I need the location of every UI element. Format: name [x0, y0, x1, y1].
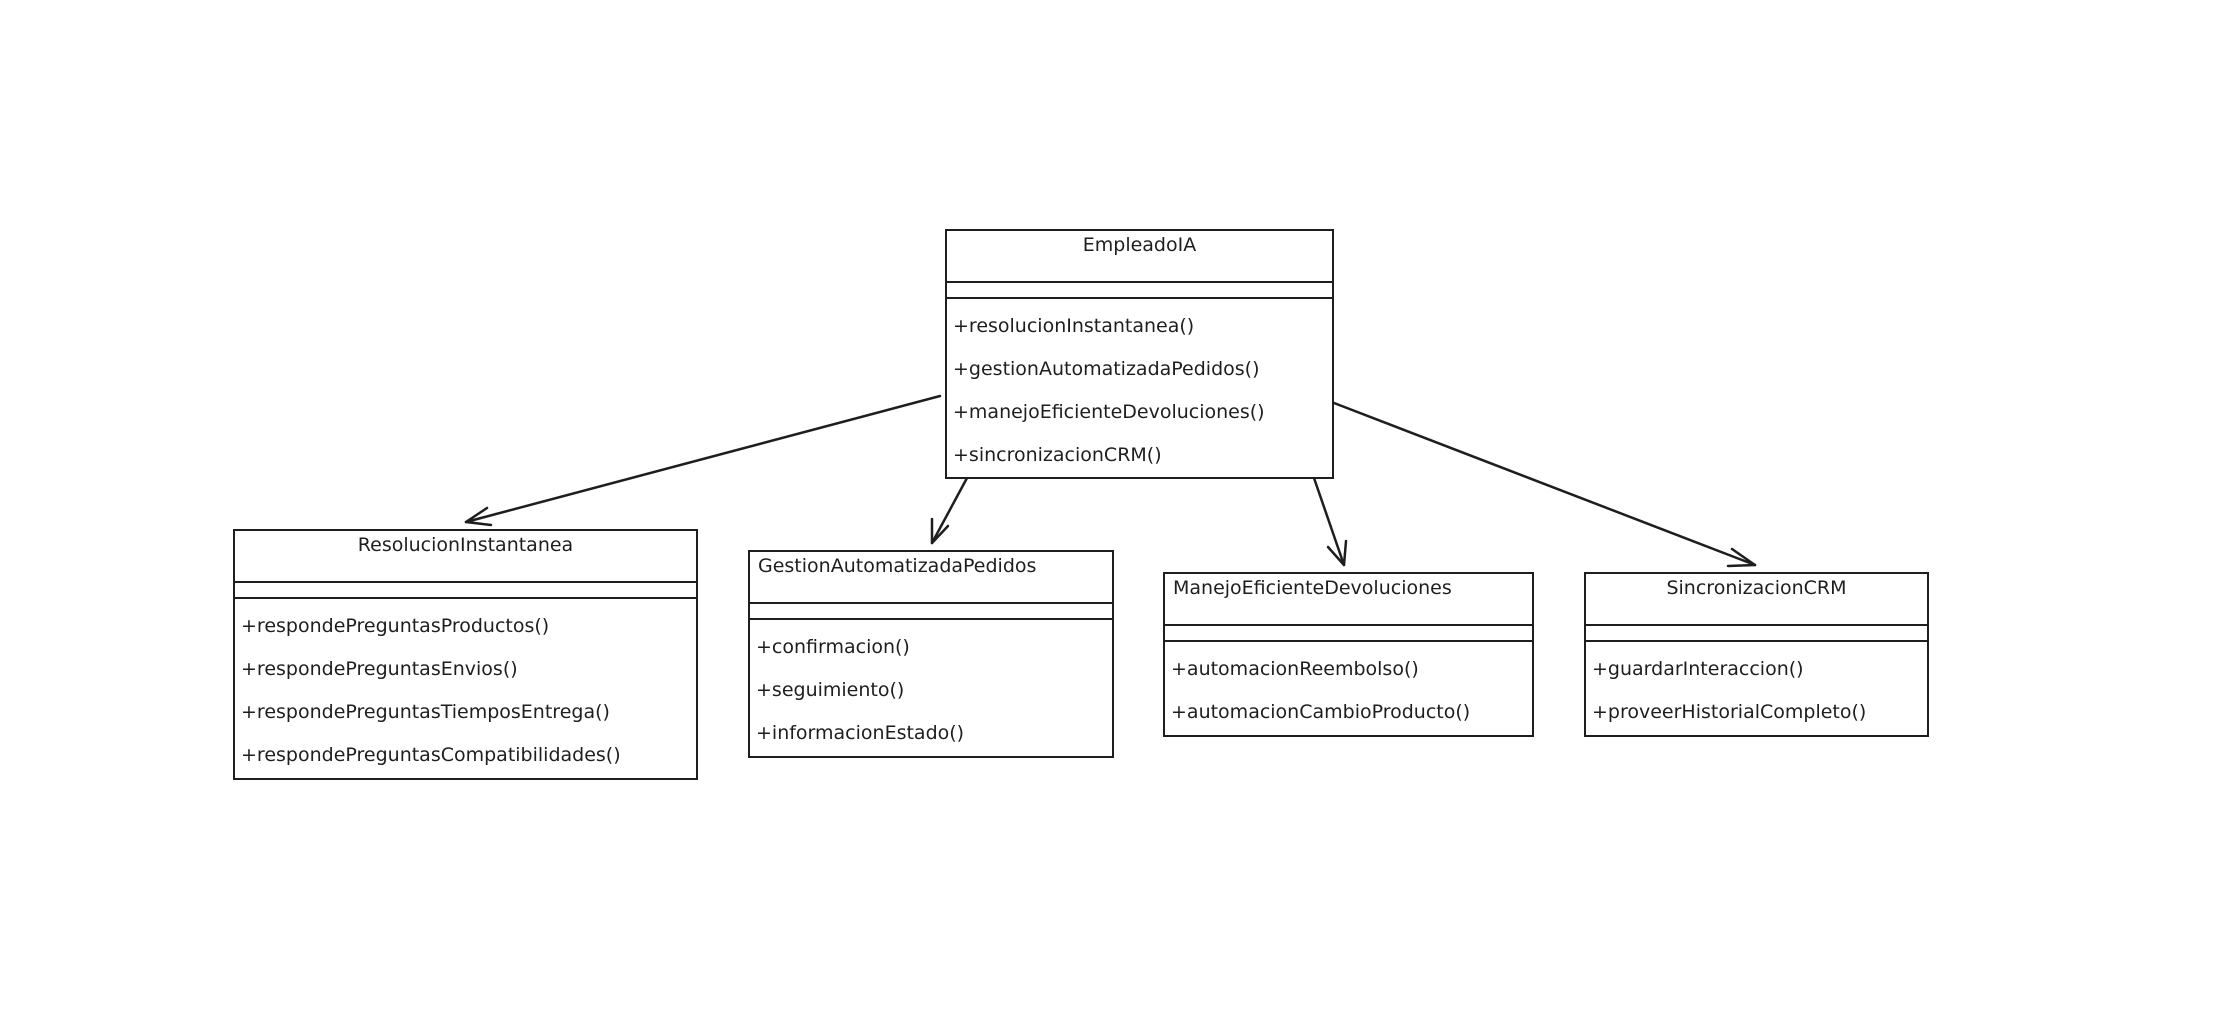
method-list: +confirmacion() +seguimiento() +informac… [750, 626, 1112, 755]
arrow-to-resolucion-instantanea [464, 394, 942, 527]
method: +automacionReembolso() [1171, 658, 1419, 680]
attributes-divider [750, 602, 1112, 604]
class-gestion-automatizada-pedidos: GestionAutomatizadaPedidos +confirmacion… [748, 550, 1114, 758]
method: +automacionCambioProducto() [1171, 701, 1471, 723]
method: +confirmacion() [756, 636, 910, 658]
attributes-divider [1165, 624, 1532, 626]
arrow-to-gestion-automatizada-pedidos [930, 476, 969, 545]
method: +informacionEstado() [756, 722, 965, 744]
class-name: EmpleadoIA [1082, 234, 1197, 256]
arrow-to-manejo-eficiente-devoluciones [1312, 476, 1348, 567]
method: +respondePreguntasTiemposEntrega() [241, 701, 610, 723]
method-list: +automacionReembolso() +automacionCambio… [1165, 648, 1532, 734]
method: +resolucionInstantanea() [953, 315, 1195, 337]
method: +respondePreguntasProductos() [241, 615, 550, 637]
arrow-to-sincronizacion-crm [1332, 401, 1757, 568]
attributes-divider [947, 281, 1332, 283]
class-resolucion-instantanea: ResolucionInstantanea +respondePreguntas… [233, 529, 698, 780]
method: +guardarInteraccion() [1592, 658, 1804, 680]
method-list: +guardarInteraccion() +proveerHistorialC… [1586, 648, 1927, 734]
class-manejo-eficiente-devoluciones: ManejoEficienteDevoluciones +automacionR… [1163, 572, 1534, 737]
methods-divider [1586, 640, 1927, 642]
attributes-divider [1586, 624, 1927, 626]
method: +proveerHistorialCompleto() [1592, 701, 1867, 723]
methods-divider [750, 618, 1112, 620]
class-empleado-ia: EmpleadoIA +resolucionInstantanea() +ges… [945, 229, 1334, 479]
class-sincronizacion-crm: SincronizacionCRM +guardarInteraccion() … [1584, 572, 1929, 737]
method: +sincronizacionCRM() [953, 444, 1162, 466]
method-list: +respondePreguntasProductos() +respondeP… [235, 605, 696, 777]
class-name: ManejoEficienteDevoluciones [1173, 577, 1452, 599]
class-name: ResolucionInstantanea [357, 534, 574, 556]
class-name: SincronizacionCRM [1666, 577, 1847, 599]
method-list: +resolucionInstantanea() +gestionAutomat… [947, 305, 1332, 477]
class-name: GestionAutomatizadaPedidos [758, 555, 1037, 577]
methods-divider [1165, 640, 1532, 642]
method: +manejoEficienteDevoluciones() [953, 401, 1265, 423]
method: +gestionAutomatizadaPedidos() [953, 358, 1260, 380]
methods-divider [947, 297, 1332, 299]
method: +respondePreguntasEnvios() [241, 658, 518, 680]
methods-divider [235, 597, 696, 599]
attributes-divider [235, 581, 696, 583]
method: +respondePreguntasCompatibilidades() [241, 744, 621, 766]
method: +seguimiento() [756, 679, 905, 701]
